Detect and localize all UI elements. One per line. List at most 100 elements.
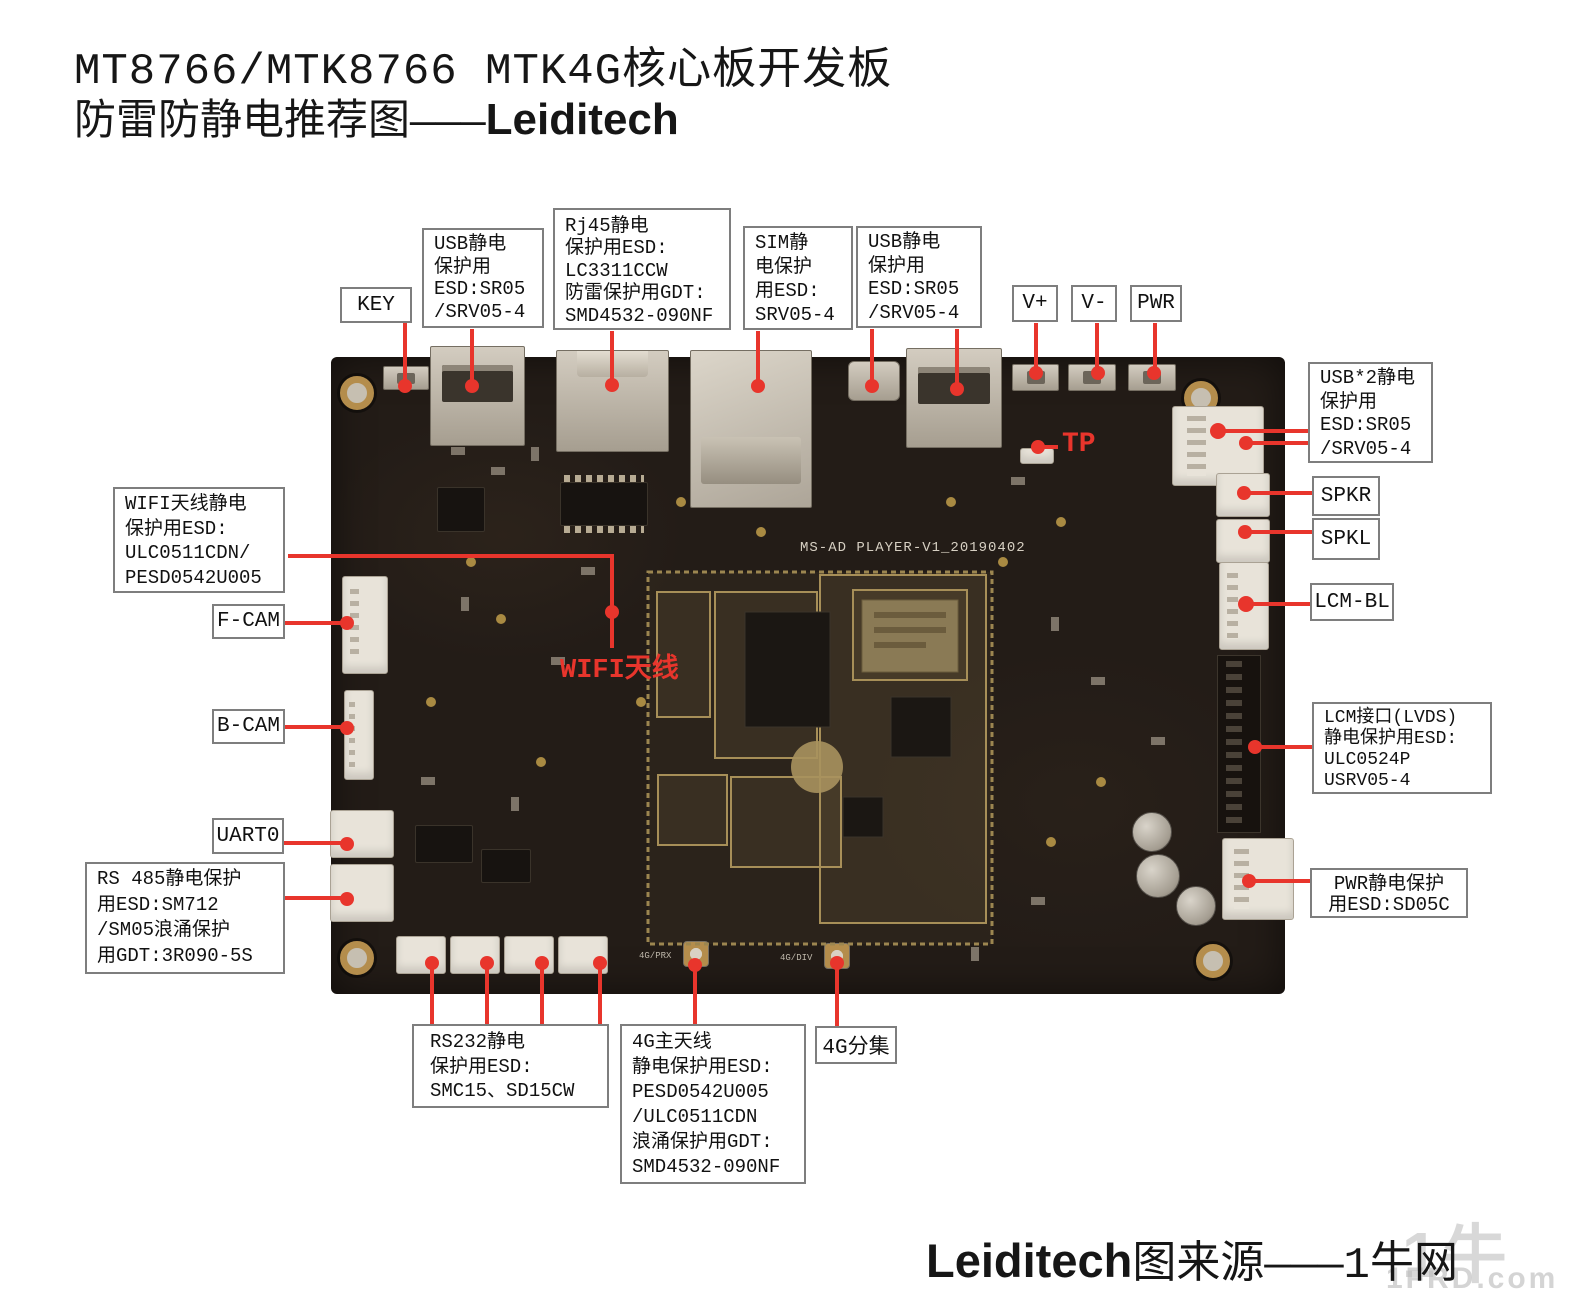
callout-text-line: SIM静: [755, 232, 809, 254]
callout-pwr: PWR: [1130, 285, 1182, 322]
callout-wifi-antenna: WIFI天线静电保护用ESD:ULC0511CDN/PESD0542U005: [113, 487, 285, 593]
callout-text-line: 保护用ESD:: [125, 517, 228, 540]
callout-text-line: KEY: [357, 293, 395, 317]
callout-text-line: ESD:SR05: [868, 278, 960, 300]
rf-connector-4g-div: [824, 943, 850, 969]
callout-text-line: 保护用: [868, 254, 926, 277]
callout-text-line: PESD0542U005: [632, 1081, 769, 1103]
rf-connector-4g-main: [683, 941, 709, 967]
capacitor-1: [1132, 812, 1172, 852]
callout-text-line: 用ESD:SD05C: [1328, 894, 1450, 916]
callout-text-line: ULC0524P: [1324, 750, 1411, 770]
callout-text-line: 用ESD:SM712: [97, 893, 219, 916]
callout-pwr-esd: PWR静电保护用ESD:SD05C: [1310, 868, 1468, 918]
tp-connector: [1020, 448, 1054, 464]
callout-text-line: PESD0542U005: [125, 566, 262, 589]
callout-text-line: 防雷保护用GDT:: [565, 282, 706, 305]
callout-text-line: PWR静电保护: [1333, 873, 1445, 895]
callout-text-line: F-CAM: [216, 610, 280, 633]
front-camera-connector: [342, 576, 388, 674]
chip-bottom-left-1: [415, 825, 473, 863]
callout-text-line: 静电保护用ESD:: [1324, 729, 1458, 749]
page-subtitle-brand: Leiditech: [485, 95, 679, 144]
spkl-connector: [1216, 519, 1270, 563]
callout-spkr: SPKR: [1312, 476, 1380, 516]
callout-uart0: UART0: [212, 818, 284, 854]
capacitor-2: [1136, 854, 1180, 898]
passive-components: [421, 447, 1165, 961]
callout-text-line: 4G主天线: [632, 1031, 712, 1053]
cpu-chip: [744, 611, 831, 728]
back-camera-connector: [344, 690, 374, 780]
callout-text-line: USRV05-4: [1324, 771, 1411, 791]
callout-text-line: SPKL: [1320, 527, 1372, 551]
callout-text-line: B-CAM: [216, 715, 280, 738]
callout-text-line: ULC0511CDN/: [125, 542, 251, 564]
spkr-connector: [1216, 473, 1270, 517]
lcm-backlight-connector: [1219, 562, 1269, 650]
callout-v-minus: V-: [1071, 285, 1117, 322]
mounting-hole-bottom-right: [1196, 944, 1230, 978]
silkscreen-board-name: MS-AD PLAYER-V1_20190402: [800, 540, 1026, 556]
callout-text-line: USB静电: [434, 233, 507, 255]
tp-label: TP: [1062, 429, 1096, 460]
callout-b-cam: B-CAM: [212, 709, 285, 744]
callout-rs485: RS 485静电保护用ESD:SM712/SM05浪涌保护用GDT:3R090-…: [85, 862, 285, 974]
callout-text-line: RS232静电: [430, 1031, 526, 1053]
callout-text-line: ESD:SR05: [1320, 414, 1412, 436]
silkscreen-4g-div-label: 4G/DIV: [780, 953, 813, 963]
rs485-connector: [330, 864, 394, 922]
callout-text-line: 浪涌保护用GDT:: [632, 1131, 773, 1153]
callout-text-line: SMD4532-090NF: [632, 1156, 781, 1178]
micro-usb-connector: [848, 361, 900, 401]
callout-text-line: 静电保护用ESD:: [632, 1056, 773, 1078]
callout-v-plus: V+: [1012, 285, 1058, 322]
page-subtitle-cn: 防雷防静电推荐图———: [74, 99, 486, 147]
bottom-header-4: [558, 936, 608, 974]
v-minus-switch: [1068, 364, 1116, 391]
page-title: MT8766/MTK8766 MTK4G核心板开发板: [74, 47, 893, 97]
callout-text-line: PWR: [1137, 292, 1175, 315]
callout-text-line: 4G分集: [822, 1037, 890, 1060]
bottom-header-2: [450, 936, 500, 974]
rj45-jack: [556, 350, 669, 452]
image-source-credit: Leiditech图来源———1牛网: [926, 1226, 1458, 1291]
sim-card-slot: [690, 350, 812, 508]
callout-rs232: RS232静电保护用ESD:SMC15、SD15CW: [412, 1024, 609, 1108]
callout-text-line: ESD:SR05: [434, 278, 526, 300]
usb-x2-header: [1172, 406, 1264, 486]
soic-chip: [560, 475, 648, 533]
callout-text-line: /SRV05-4: [434, 300, 526, 323]
callout-sim: SIM静电保护用ESD:SRV05-4: [743, 226, 853, 330]
callout-text-line: 用GDT:3R090-5S: [97, 944, 253, 967]
source-suffix: 图来源———1牛网: [1132, 1241, 1458, 1291]
callout-text-line: LC3311CCW: [565, 259, 668, 282]
shield-frames: [656, 574, 987, 924]
key-switch: [383, 366, 429, 390]
v-plus-switch: [1012, 364, 1059, 391]
callout-text-line: 保护用ESD:: [430, 1055, 533, 1078]
callout-spkl: SPKL: [1312, 518, 1380, 560]
wifi-antenna-label: WIFI天线: [560, 656, 679, 686]
watermark-site-name: 1牛网: [1402, 1219, 1512, 1291]
qfn-chip: [437, 487, 485, 532]
core-module-outline: [646, 570, 994, 946]
callout-f-cam: F-CAM: [212, 604, 285, 639]
power-switch: [1128, 364, 1176, 391]
callout-text-line: 保护用: [1320, 390, 1378, 413]
callout-text-line: USB*2静电: [1320, 367, 1416, 389]
usb-a-connector-1: [430, 346, 525, 446]
chip-bottom-left-2: [481, 849, 531, 883]
callout-text-line: V+: [1022, 292, 1048, 315]
mounting-hole-top-left: [340, 376, 374, 410]
callout-text-line: LCM-BL: [1314, 590, 1390, 614]
callout-text-line: 用ESD:: [755, 280, 820, 302]
pcb-board-photo: 4G/PRX 4G/DIV MS-AD PLAYER-V1_20190402: [330, 346, 1294, 994]
callout-text-line: 保护用: [434, 255, 492, 278]
callout-text-line: WIFI天线静电: [125, 493, 247, 515]
callout-text-line: RS 485静电保护: [97, 868, 242, 890]
callout-lcm-bl: LCM-BL: [1310, 583, 1394, 621]
callout-text-line: /SRV05-4: [868, 301, 960, 324]
